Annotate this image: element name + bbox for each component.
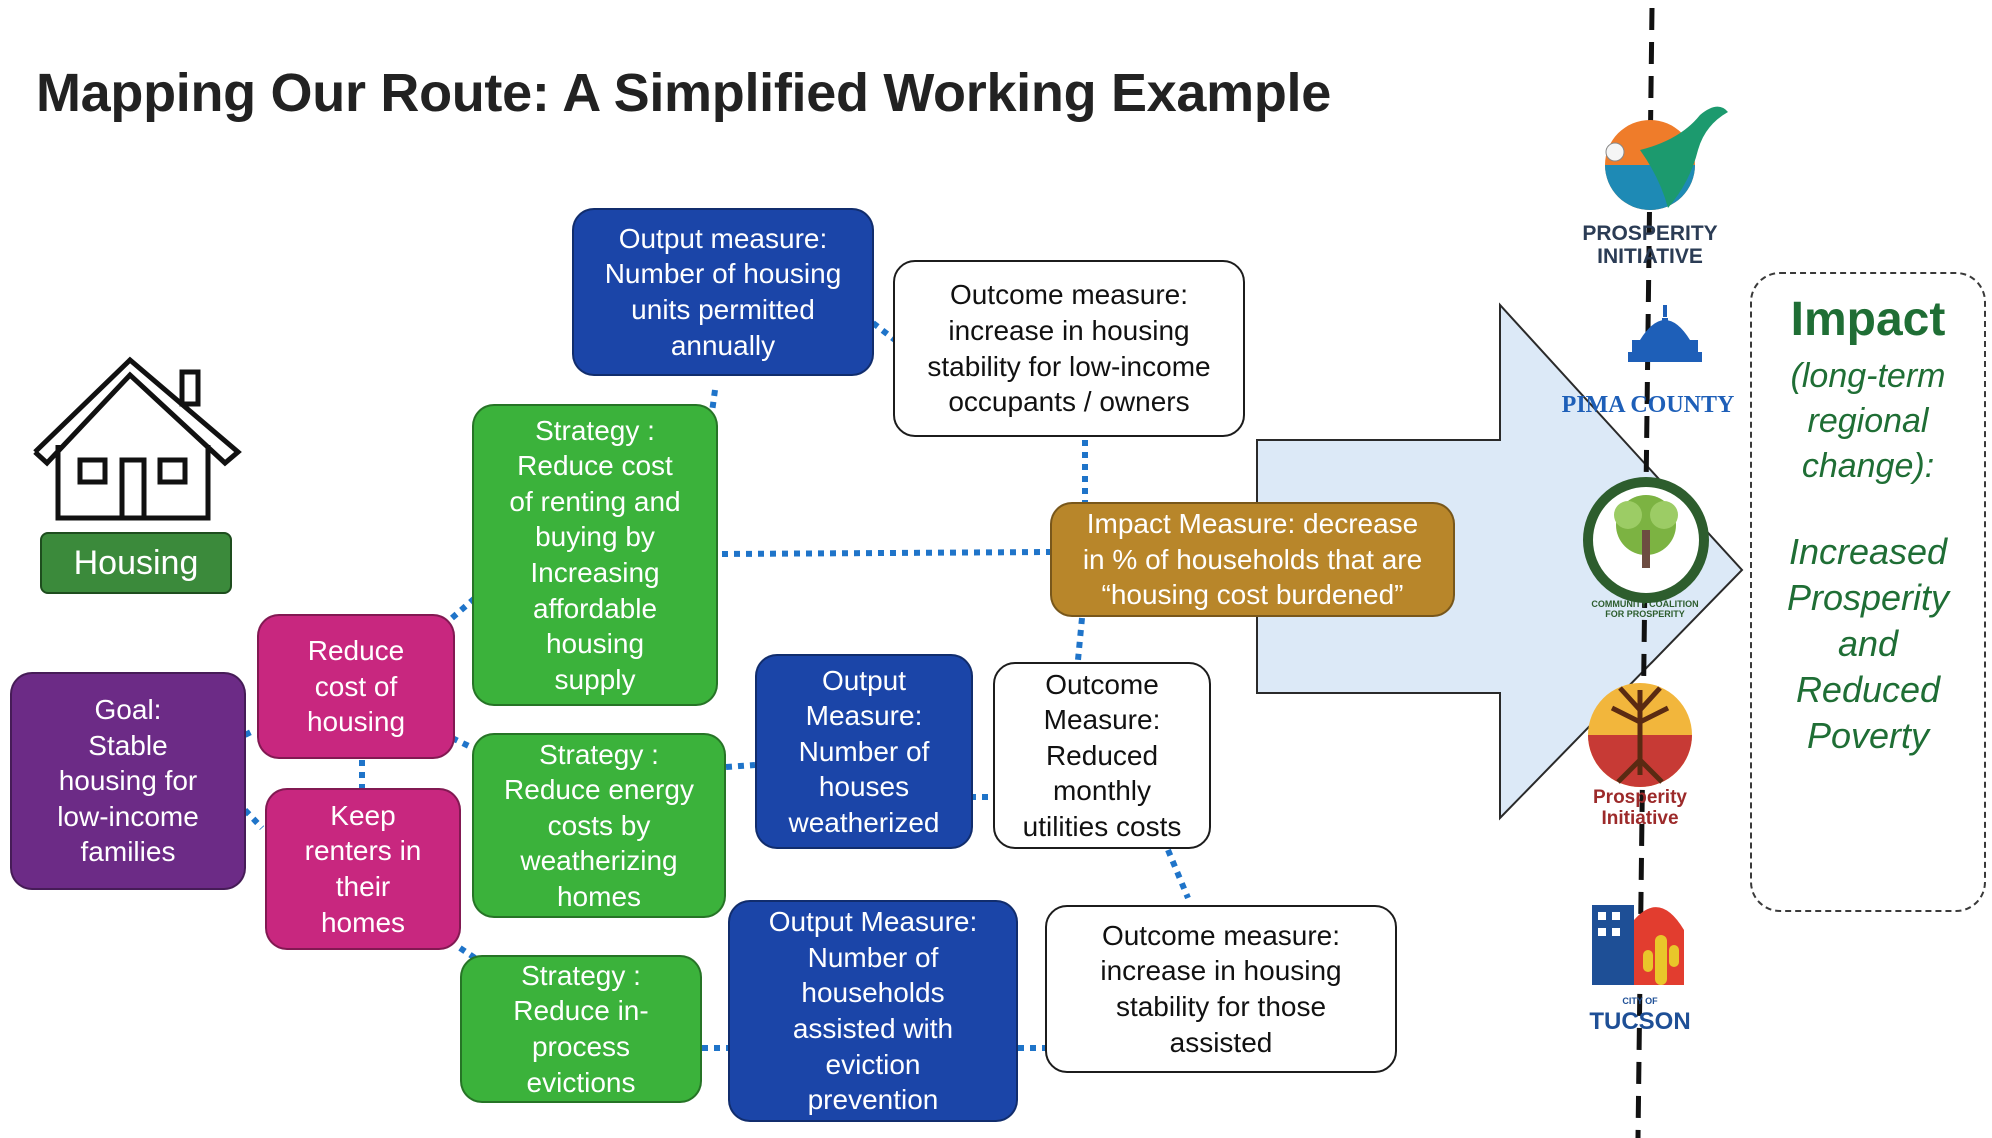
- reduce-cost-text: Reduce cost of housing: [306, 635, 406, 738]
- community-coalition-logo: [1583, 477, 1709, 603]
- prosperity-tree-logo: [1588, 683, 1692, 787]
- keep-renters-text: Keep renters in their homes: [304, 799, 422, 938]
- output-permits-box: Output measure: Number of housing units …: [572, 208, 874, 376]
- outcome-stability-assisted-text: Outcome measure: increase in housing sta…: [1100, 919, 1342, 1058]
- outcome-stability-assisted-box: Outcome measure: increase in housing sta…: [1045, 905, 1397, 1073]
- goal-box: Goal: Stable housing for low-income fami…: [10, 672, 246, 890]
- city-of-text: CITY OF: [1622, 996, 1658, 1006]
- impact-title: Impact: [1790, 293, 1946, 346]
- tucson-text: TUCSON: [1589, 1008, 1691, 1035]
- strategy-evictions-box: Strategy : Reduce in- process evictions: [460, 955, 702, 1103]
- outcome-utilities-box: Outcome Measure: Reduced monthly utiliti…: [993, 662, 1211, 849]
- prosperity-initiative-top-text: PROSPERITY INITIATIVE: [1582, 222, 1718, 269]
- strategy-affordable-supply-box: Strategy : Reduce cost of renting and bu…: [472, 404, 718, 706]
- strategy-weatherizing-text: Strategy : Reduce energy costs by weathe…: [504, 738, 694, 912]
- outcome-stability-owners-text: Outcome measure: increase in housing sta…: [927, 279, 1211, 418]
- housing-label: Housing: [40, 532, 232, 594]
- impact-subtitle: (long-term regional change):: [1790, 357, 1946, 486]
- connectors: [242, 320, 1191, 1051]
- outcome-utilities-text: Outcome Measure: Reduced monthly utiliti…: [1022, 668, 1182, 842]
- impact-panel: Impact (long-term regional change): Incr…: [1750, 272, 1986, 912]
- goal-text: Goal: Stable housing for low-income fami…: [57, 694, 199, 868]
- page-title: Mapping Our Route: A Simplified Working …: [36, 63, 1331, 123]
- output-eviction-prevention-box: Output Measure: Number of households ass…: [728, 900, 1018, 1122]
- impact-measure-box: Impact Measure: decrease in % of househo…: [1050, 502, 1455, 617]
- pima-county-text: PIMA COUNTY: [1561, 392, 1735, 418]
- impact-result: Increased Prosperity and Reduced Poverty: [1786, 531, 1950, 757]
- house-icon: [33, 356, 242, 521]
- output-eviction-prevention-text: Output Measure: Number of households ass…: [768, 906, 978, 1116]
- output-permits-text: Output measure: Number of housing units …: [604, 222, 842, 361]
- reduce-cost-box: Reduce cost of housing: [257, 614, 455, 759]
- impact-measure-text: Impact Measure: decrease in % of househo…: [1082, 508, 1423, 611]
- community-coalition-text: COMMUNITY COALITION FOR PROSPERITY: [1591, 599, 1699, 619]
- output-weatherized-text: Output Measure: Number of houses weather…: [788, 664, 940, 838]
- prosperity-initiative-logo: [1605, 106, 1728, 210]
- prosperity-initiative-bottom-text: Prosperity Initiative: [1593, 787, 1687, 829]
- strategy-evictions-text: Strategy : Reduce in- process evictions: [513, 959, 649, 1098]
- strategy-weatherizing-box: Strategy : Reduce energy costs by weathe…: [472, 733, 726, 918]
- strategy-affordable-supply-text: Strategy : Reduce cost of renting and bu…: [509, 414, 681, 695]
- city-of-tucson-logo: [1592, 905, 1684, 985]
- keep-renters-box: Keep renters in their homes: [265, 788, 461, 950]
- pima-county-logo: [1628, 305, 1702, 362]
- output-weatherized-box: Output Measure: Number of houses weather…: [755, 654, 973, 849]
- outcome-stability-owners-box: Outcome measure: increase in housing sta…: [893, 260, 1245, 437]
